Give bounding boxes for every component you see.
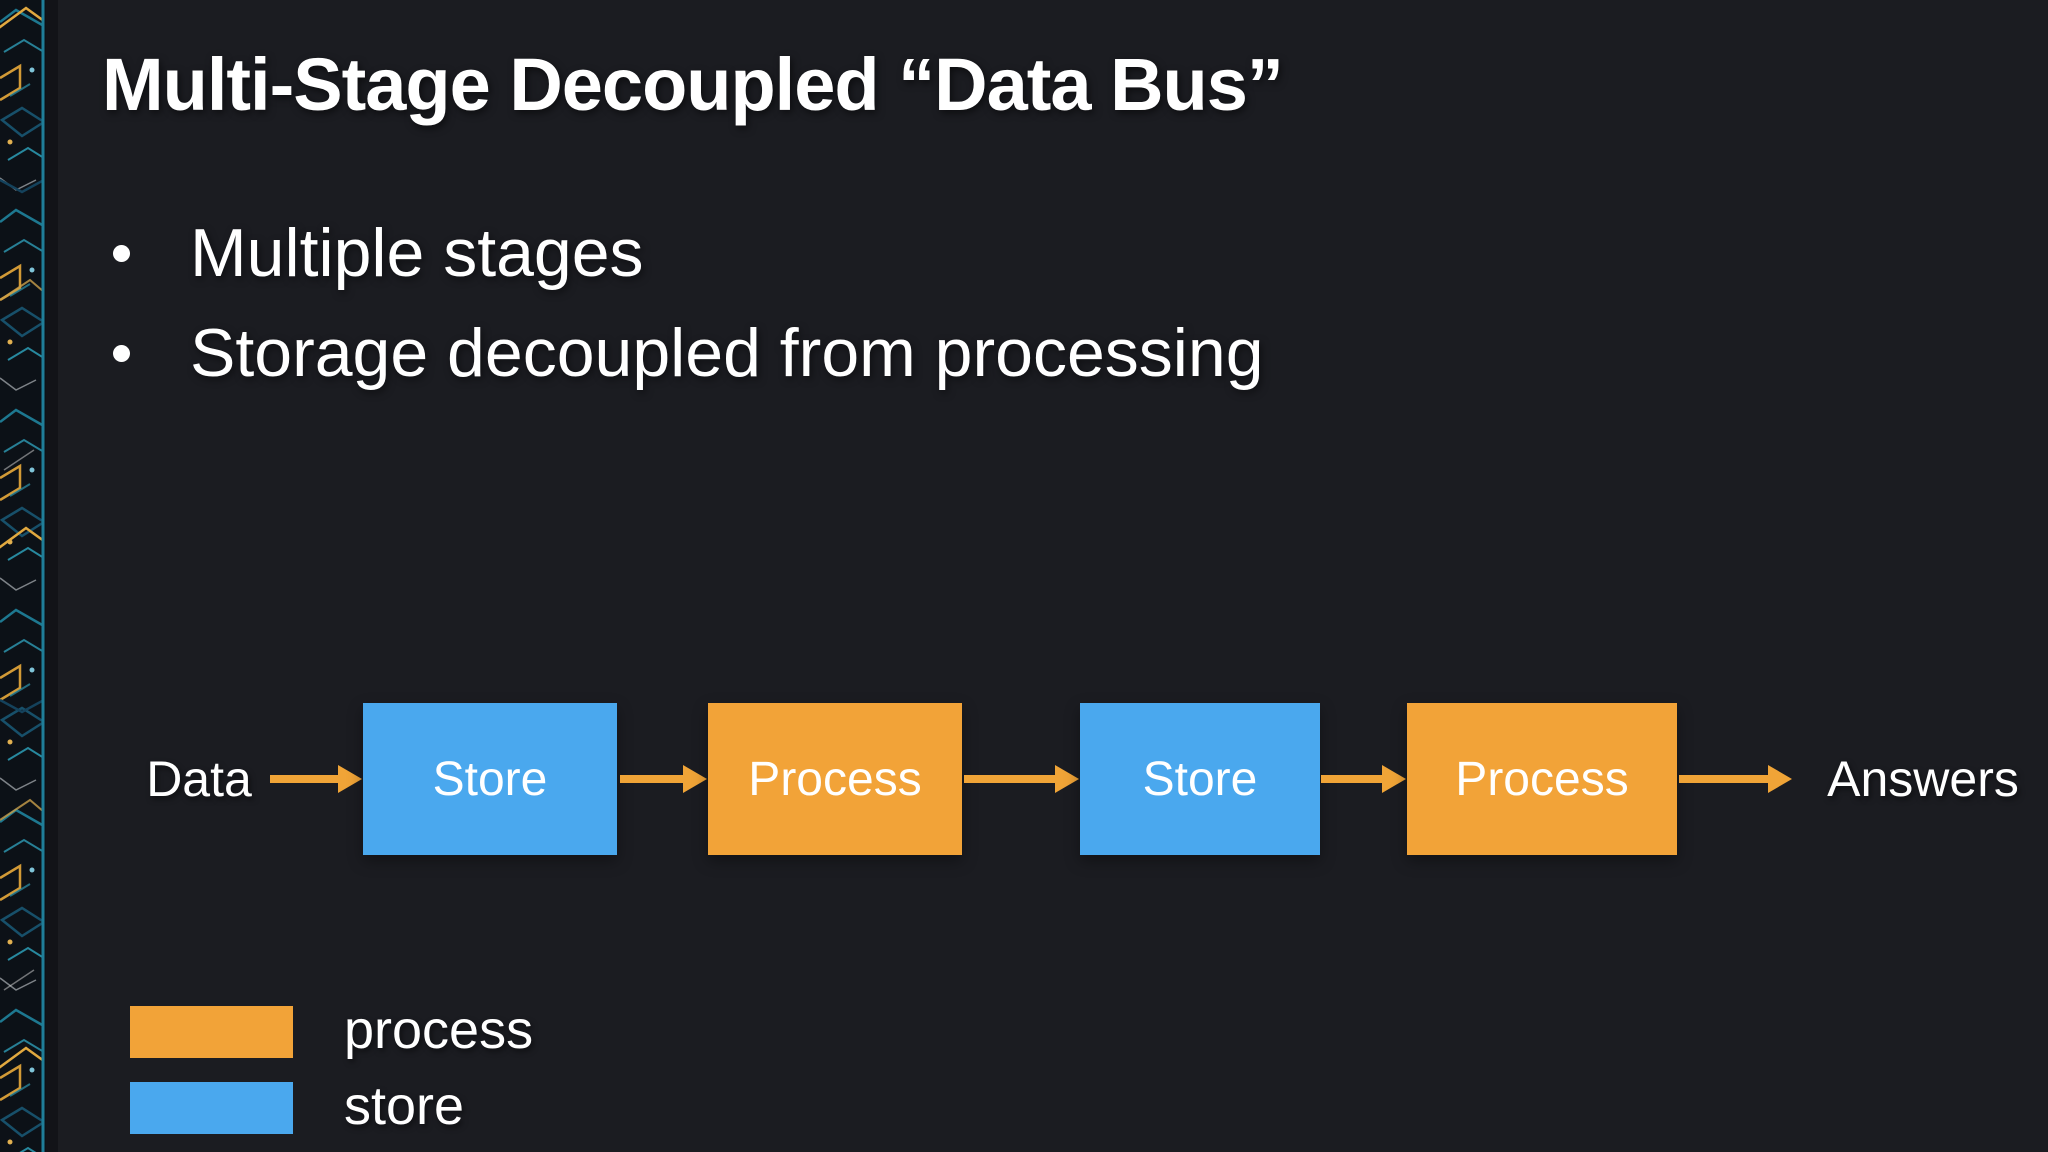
- slide-title: Multi-Stage Decoupled “Data Bus”: [102, 43, 1284, 126]
- bullet-dot-icon: [113, 344, 130, 362]
- flow-arrow: [964, 765, 1079, 793]
- node-label: Store: [1142, 752, 1258, 806]
- flow-sink-label: Answers: [1827, 751, 2019, 807]
- arrow-head-icon: [1055, 765, 1079, 793]
- bullet-text: Multiple stages: [190, 215, 644, 291]
- bullet-dot-icon: [113, 244, 130, 262]
- bullet-item: Multiple stages: [113, 208, 644, 298]
- legend-label-process: process: [344, 1000, 534, 1060]
- legend-swatch-process: [130, 1006, 293, 1058]
- bullet-text: Storage decoupled from processing: [190, 315, 1264, 391]
- flow-arrow: [270, 765, 362, 793]
- flow-arrow: [1321, 765, 1406, 793]
- flow-node-process-2: Process: [1407, 703, 1677, 855]
- arrow-head-icon: [338, 765, 362, 793]
- arrow-head-icon: [683, 765, 707, 793]
- flow-node-store-1: Store: [363, 703, 617, 855]
- arrow-shaft: [964, 775, 1059, 783]
- arrow-shaft: [620, 775, 687, 783]
- node-label: Process: [1455, 752, 1629, 806]
- flow-node-store-2: Store: [1080, 703, 1320, 855]
- node-label: Store: [432, 752, 548, 806]
- arrow-shaft: [1679, 775, 1772, 783]
- node-label: Process: [748, 752, 922, 806]
- flow-node-process-1: Process: [708, 703, 962, 855]
- arrow-head-icon: [1382, 765, 1406, 793]
- arrow-shaft: [270, 775, 342, 783]
- flow-arrow: [1679, 765, 1792, 793]
- bullet-item: Storage decoupled from processing: [113, 308, 1264, 398]
- legend-label-store: store: [344, 1076, 465, 1136]
- legend-swatch-store: [130, 1082, 293, 1134]
- circuit-pattern-decoration: [0, 0, 58, 1152]
- flow-arrow: [620, 765, 707, 793]
- arrow-shaft: [1321, 775, 1386, 783]
- arrow-head-icon: [1768, 765, 1792, 793]
- flow-source-label: Data: [146, 751, 252, 807]
